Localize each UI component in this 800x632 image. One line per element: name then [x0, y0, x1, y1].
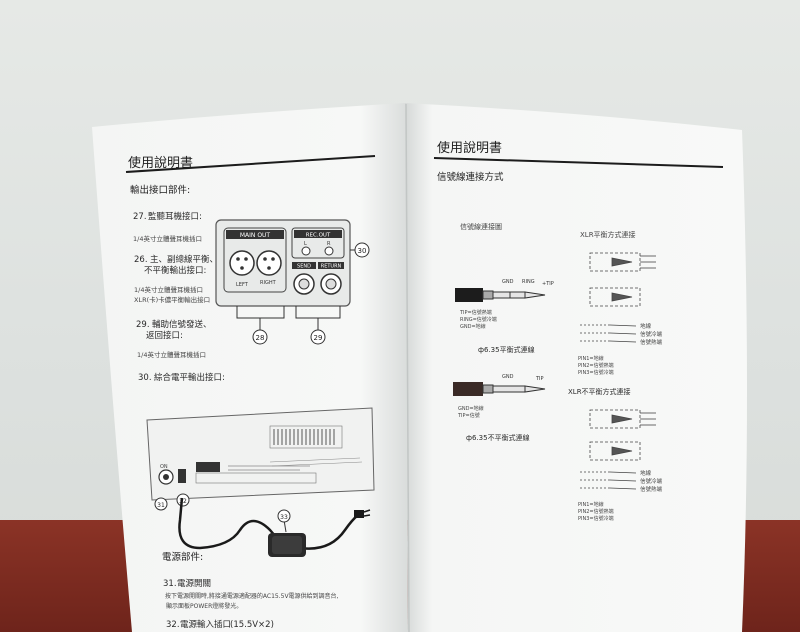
svg-text:TIP: TIP	[535, 376, 544, 382]
svg-text:監聽耳機接口:: 監聽耳機接口:	[148, 211, 202, 222]
svg-text:28: 28	[256, 334, 265, 342]
svg-text:地線: 地線	[640, 469, 652, 477]
svg-text:29.: 29.	[136, 320, 150, 330]
svg-text:返回接口:: 返回接口:	[146, 330, 183, 341]
output-panel-diagram: MAIN OUT LEFT RIGHT REC.OUT L R SEND RET…	[215, 219, 370, 345]
svg-text:RING: RING	[522, 279, 535, 285]
svg-text:GND: GND	[502, 374, 514, 380]
output-section-title: 輸出接口部件:	[130, 184, 190, 196]
svg-text:1/4英寸立體聲耳機插口: 1/4英寸立體聲耳機插口	[134, 285, 203, 294]
svg-text:信號熱端: 信號熱端	[640, 485, 663, 493]
svg-text:顯示面板POWER燈將發光。: 顯示面板POWER燈將發光。	[166, 602, 242, 610]
svg-text:GND: GND	[502, 279, 514, 285]
svg-text:PIN1=地線: PIN1=地線	[578, 501, 604, 508]
svg-text:LEFT: LEFT	[236, 282, 249, 288]
svg-text:32: 32	[179, 498, 187, 505]
svg-text:按下電源開關時,將接通電源適配器的AC15.5V電源供給到調: 按下電源開關時,將接通電源適配器的AC15.5V電源供給到調音台,	[165, 592, 339, 600]
svg-text:(15.5V×2): (15.5V×2)	[230, 620, 274, 630]
svg-text:30: 30	[358, 247, 367, 255]
power-section-title: 電源部件:	[162, 551, 203, 563]
svg-text:信號冷端: 信號冷端	[640, 477, 663, 485]
svg-text:26.: 26.	[134, 255, 148, 265]
svg-text:1/4英寸立體聲耳機插口: 1/4英寸立體聲耳機插口	[133, 234, 202, 243]
svg-text:29: 29	[314, 334, 323, 342]
right-page-header: 使用說明書	[437, 140, 502, 156]
svg-text:信號熱端: 信號熱端	[640, 338, 663, 346]
svg-text:31: 31	[157, 502, 165, 509]
svg-text:XLR平衡方式連接: XLR平衡方式連接	[580, 230, 636, 239]
svg-text:電源輸入插口: 電源輸入插口	[180, 619, 231, 630]
svg-text:PIN2=信號熱端: PIN2=信號熱端	[578, 362, 614, 369]
xlr-balanced-diagram	[580, 252, 656, 343]
svg-text:PIN2=信號熱端: PIN2=信號熱端	[578, 508, 614, 515]
svg-text:XLR不平衡方式連接: XLR不平衡方式連接	[568, 387, 631, 396]
svg-text:輔助信號發送、: 輔助信號發送、	[152, 319, 212, 330]
right-page-content: 使用說明書 信號線連接方式 信號線連接圖 XLR平衡方式連接 GND RING …	[433, 140, 724, 522]
svg-text:電源開關: 電源開關	[177, 579, 211, 589]
svg-text:PIN3=信號冷端: PIN3=信號冷端	[578, 369, 614, 376]
svg-text:綜合電平輸出接口:: 綜合電平輸出接口:	[154, 372, 225, 383]
svg-text:ф6.35不平衡式連線: ф6.35不平衡式連線	[466, 433, 530, 442]
svg-text:REC.OUT: REC.OUT	[306, 233, 331, 239]
svg-text:XLR(卡)卡儂平衡輸出接口: XLR(卡)卡儂平衡輸出接口	[134, 295, 210, 304]
svg-text:+TIP: +TIP	[542, 281, 554, 287]
right-page	[405, 103, 747, 632]
svg-text:不平衡輸出接口:: 不平衡輸出接口:	[144, 265, 206, 276]
svg-text:RIGHT: RIGHT	[260, 280, 277, 286]
svg-text:RING=信號冷端: RING=信號冷端	[460, 316, 497, 323]
xlr-unbalanced-diagram	[580, 409, 656, 490]
svg-text:33: 33	[280, 514, 288, 521]
svg-text:主、副總線平衡、: 主、副總線平衡、	[150, 254, 218, 265]
svg-text:SEND: SEND	[297, 264, 311, 270]
svg-text:地線: 地線	[640, 322, 652, 330]
svg-text:L: L	[304, 241, 307, 247]
unbalanced-jack-diagram: GND TIP GND=地線 TIP=信號 ф6.35不平衡式連線	[453, 374, 546, 442]
svg-text:TIP=信號: TIP=信號	[457, 412, 480, 419]
back-panel-diagram: ON 31 32 33	[146, 407, 375, 557]
svg-text:GND=地線: GND=地線	[460, 323, 486, 330]
svg-text:RETURN: RETURN	[321, 264, 342, 270]
connection-section-title: 信號線連接方式	[437, 171, 504, 183]
svg-text:R: R	[327, 241, 331, 247]
svg-text:ф6.35平衡式連線: ф6.35平衡式連線	[478, 345, 535, 354]
svg-text:信號線連接圖: 信號線連接圖	[460, 222, 502, 231]
svg-text:GND=地線: GND=地線	[458, 405, 484, 412]
svg-text:30.: 30.	[138, 373, 152, 383]
svg-text:1/4英寸立體聲耳機插口: 1/4英寸立體聲耳機插口	[137, 350, 206, 359]
svg-text:PIN3=信號冷端: PIN3=信號冷端	[578, 515, 614, 522]
svg-text:ON: ON	[160, 464, 168, 470]
left-page-content: 使用說明書 輸出接口部件: 27. 監聽耳機接口: 1/4英寸立體聲耳機插口 2…	[125, 155, 376, 630]
balanced-jack-diagram: GND RING +TIP TIP=信號熱端 RING=信號冷端 GND=地線 …	[455, 279, 554, 354]
svg-text:32.: 32.	[166, 620, 180, 630]
svg-text:信號冷端: 信號冷端	[640, 330, 663, 338]
left-page-header: 使用說明書	[128, 155, 193, 171]
svg-text:PIN1=地線: PIN1=地線	[578, 355, 604, 362]
left-page	[92, 103, 408, 632]
svg-text:MAIN OUT: MAIN OUT	[240, 232, 271, 239]
svg-text:TIP=信號熱端: TIP=信號熱端	[459, 309, 492, 316]
svg-text:27.: 27.	[133, 212, 147, 222]
svg-text:31.: 31.	[163, 579, 177, 589]
